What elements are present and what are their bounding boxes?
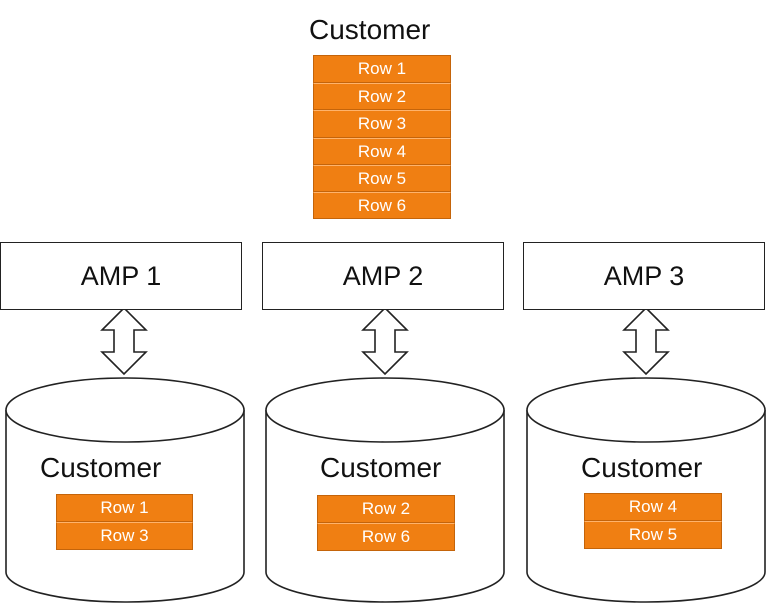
disk-1-title: Customer	[40, 452, 162, 483]
amp-2-box: AMP 2	[262, 242, 504, 310]
amp2-disk-link-arrow	[361, 306, 409, 376]
table-row: Row 1	[56, 494, 193, 522]
disk-2-title: Customer	[320, 452, 442, 483]
table-row: Row 3	[313, 110, 451, 138]
amp-3-box: AMP 3	[523, 242, 765, 310]
table-row: Row 1	[313, 55, 451, 83]
disk-3-title: Customer	[581, 452, 703, 483]
table-row: Row 2	[317, 495, 455, 523]
table-row: Row 6	[313, 192, 451, 219]
table-row: Row 5	[584, 521, 722, 549]
table-row: Row 5	[313, 165, 451, 192]
table-row: Row 2	[313, 83, 451, 110]
table-row: Row 6	[317, 523, 455, 551]
amp3-disk-link-arrow	[622, 306, 670, 376]
disk-cylinder-2	[265, 377, 505, 603]
amp-1-box: AMP 1	[0, 242, 242, 310]
table-row: Row 3	[56, 522, 193, 550]
amp1-disk-link-arrow	[100, 306, 148, 376]
disk-cylinder-3	[526, 377, 766, 603]
disk-cylinder-1	[5, 377, 245, 603]
top-table-title: Customer	[309, 14, 431, 45]
table-row: Row 4	[313, 138, 451, 165]
table-row: Row 4	[584, 493, 722, 521]
